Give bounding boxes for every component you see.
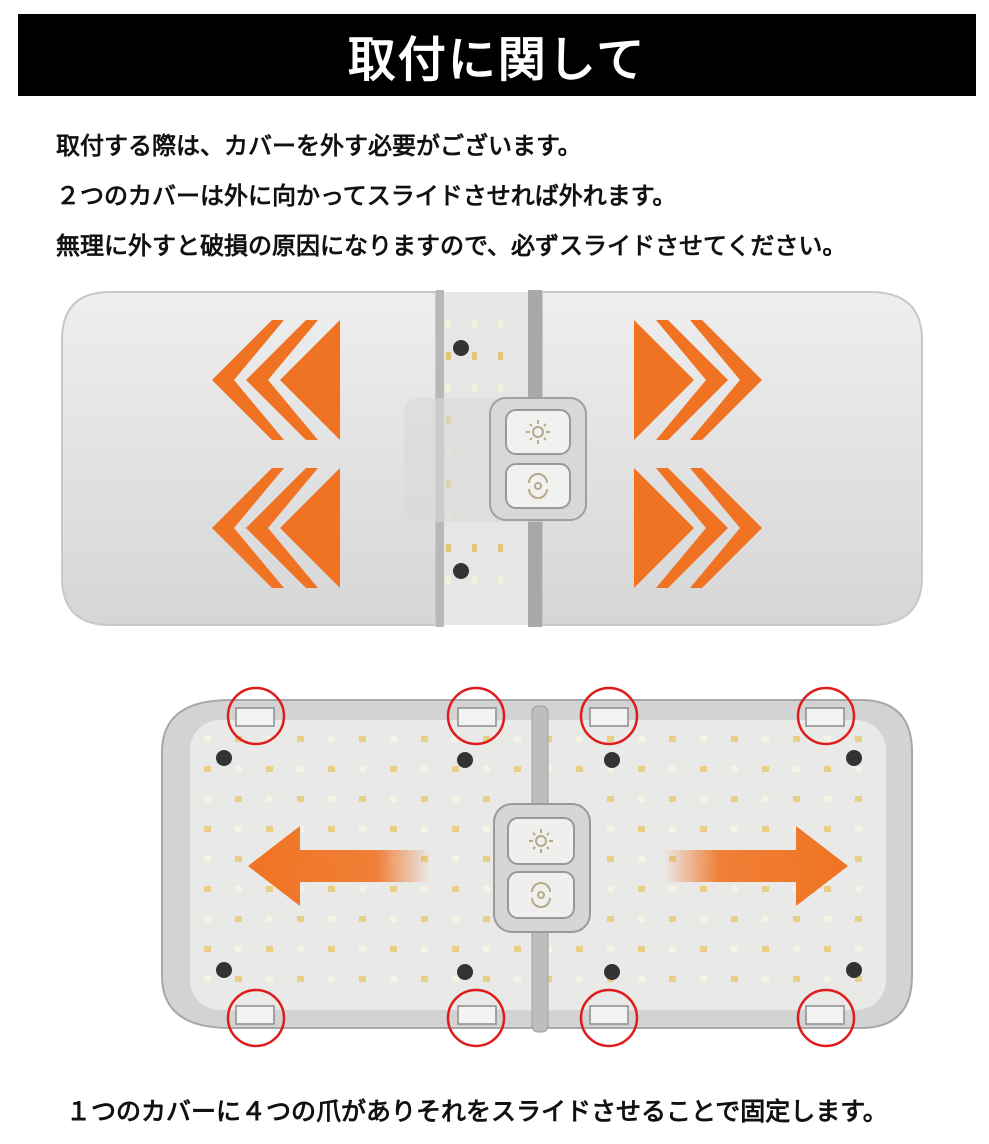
description-line-1: 取付する際は、カバーを外す必要がございます。	[56, 132, 582, 160]
slide-left-arrow-top	[212, 320, 340, 440]
title-bar: 取付に関して	[18, 14, 976, 96]
color-cycle-icon	[528, 473, 548, 499]
slide-left-arrow-bottom	[212, 468, 340, 588]
description-line-2: ２つのカバーは外に向かってスライドさせれば外れます。	[56, 182, 677, 210]
left-cover	[61, 291, 437, 626]
slide-right-arrow-bottom	[634, 468, 762, 588]
color-mode-button[interactable]	[507, 871, 575, 919]
clip-circle	[796, 686, 856, 746]
page-title: 取付に関して	[347, 32, 647, 88]
mount-hole	[216, 750, 232, 766]
sun-icon	[529, 829, 553, 853]
mount-hole	[216, 962, 232, 978]
clip-circle	[446, 988, 506, 1048]
mount-hole	[846, 962, 862, 978]
color-mode-button[interactable]	[505, 463, 571, 509]
covered-light-photo	[61, 290, 923, 627]
mount-hole	[604, 752, 620, 768]
color-cycle-icon	[531, 882, 551, 908]
brightness-button[interactable]	[505, 409, 571, 455]
uncovered-light-photo	[161, 686, 913, 1048]
mount-hole	[604, 964, 620, 980]
clip-circle	[796, 988, 856, 1048]
clip-circle	[579, 686, 639, 746]
mount-hole	[457, 964, 473, 980]
sun-icon	[526, 420, 550, 444]
mount-hole	[453, 563, 469, 579]
slide-left-arrow	[248, 826, 430, 906]
slide-right-arrow	[664, 826, 848, 906]
right-cover	[541, 291, 923, 626]
clip-circle	[446, 686, 506, 746]
brightness-button[interactable]	[507, 817, 575, 865]
clip-circle	[226, 988, 286, 1048]
clip-circle	[226, 686, 286, 746]
clip-circle	[579, 988, 639, 1048]
mount-hole	[453, 340, 469, 356]
mount-hole	[846, 750, 862, 766]
caption-text: １つのカバーに４つの爪がありそれをスライドさせることで固定します。	[66, 1097, 888, 1126]
slide-right-arrow-top	[634, 320, 762, 440]
mount-hole	[457, 752, 473, 768]
description-line-3: 無理に外すと破損の原因になりますので、必ずスライドさせてください。	[56, 232, 847, 260]
